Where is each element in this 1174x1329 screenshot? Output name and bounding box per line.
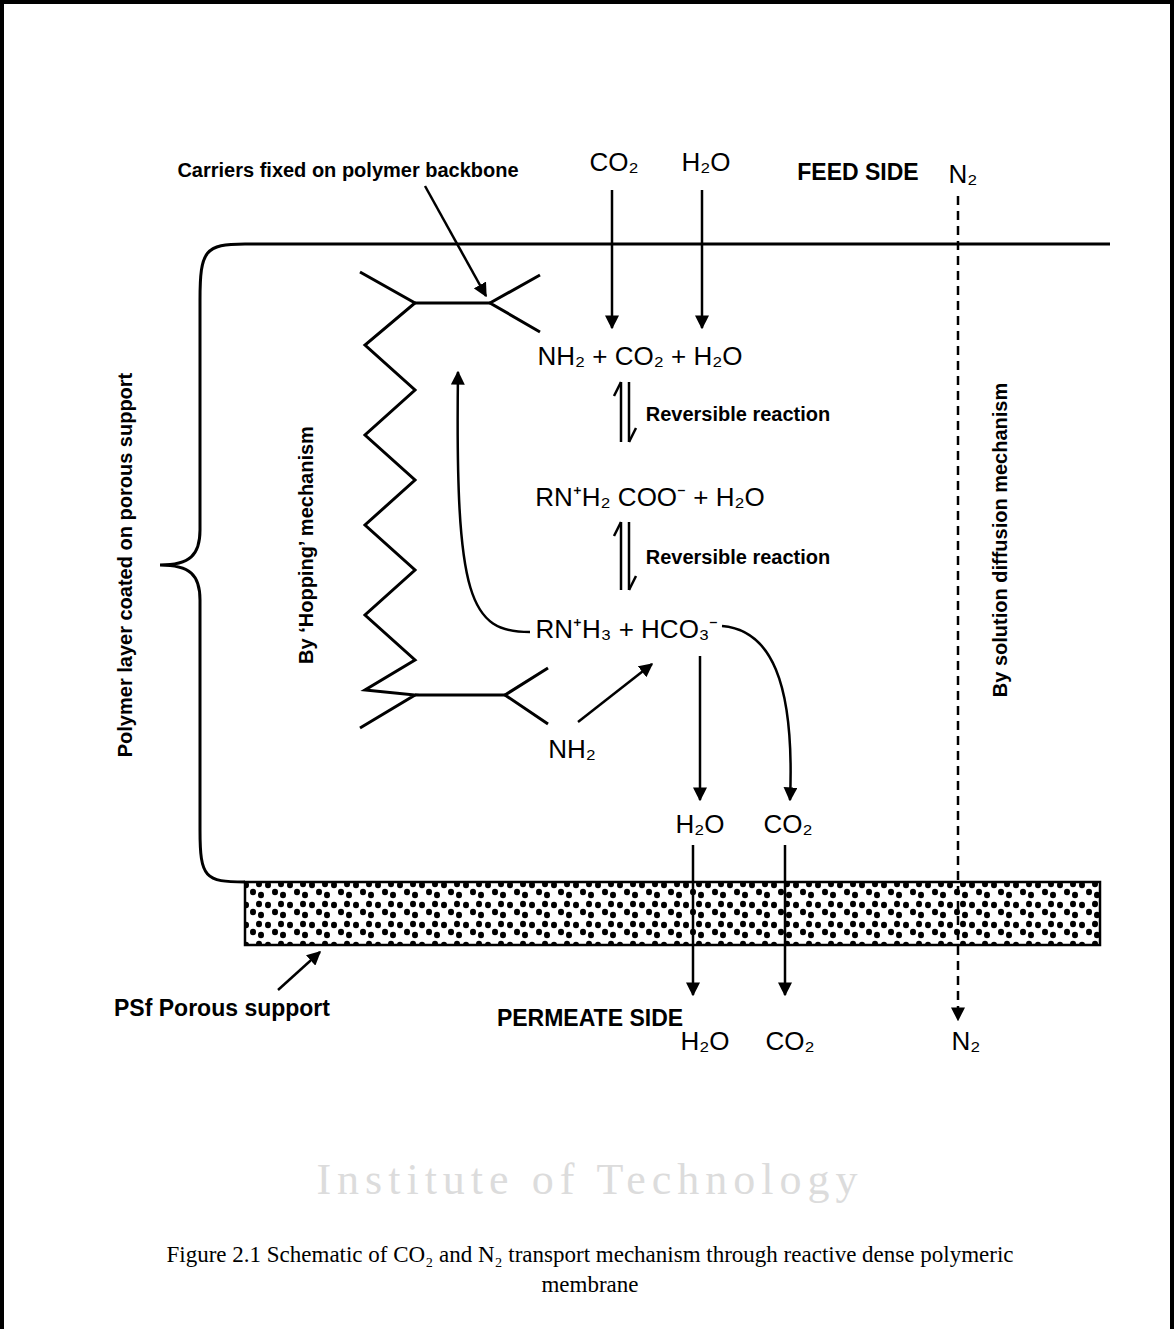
carrier-arrow — [578, 664, 652, 722]
species-label: H₂O — [675, 810, 724, 840]
leader-arrow — [278, 952, 320, 990]
polymer-backbone — [360, 272, 548, 728]
co2-feed-arrow — [611, 190, 614, 328]
feed-boundary — [245, 243, 1110, 246]
mechanism-label: By solution diffusion mechanism — [989, 383, 1012, 697]
reaction-equation: RN⁺H₃ + HCO₃⁻ — [536, 615, 719, 645]
leader-arrow — [425, 186, 486, 296]
species-label: N₂ — [952, 1027, 981, 1057]
layer-brace — [160, 244, 245, 882]
figure-caption: Figure 2.1 Schematic of CO₂ and N₂ trans… — [150, 1240, 1030, 1300]
h2o-feed-arrow — [701, 190, 704, 328]
side-label: FEED SIDE — [797, 159, 918, 185]
support-label: PSf Porous support — [114, 995, 330, 1021]
species-label: CO₂ — [765, 1027, 814, 1057]
co2-release-arrow — [722, 626, 791, 800]
species-label: H₂O — [680, 1027, 729, 1057]
hopping-arrow — [458, 372, 530, 632]
species-label: CO₂ — [763, 810, 812, 840]
species-label: CO₂ — [589, 148, 638, 178]
carrier-label: Carriers fixed on polymer backbone — [177, 159, 518, 182]
porous-support — [245, 882, 1100, 945]
reaction-label: Reversible reaction — [646, 546, 831, 569]
layer-label: Polymer layer coated on porous support — [114, 373, 137, 758]
species-label: N₂ — [949, 160, 978, 190]
mechanism-label: By ‘Hopping’ mechanism — [295, 426, 318, 664]
species-label: H₂O — [681, 148, 730, 178]
reaction-equation: RN⁺H₂ COO⁻ + H₂O — [535, 483, 765, 513]
side-label: PERMEATE SIDE — [497, 1005, 683, 1031]
h2o-release-arrow — [699, 656, 702, 800]
reaction-equation: NH₂ + CO₂ + H₂O — [537, 342, 742, 372]
carrier-group: NH₂ — [548, 735, 596, 765]
reaction-label: Reversible reaction — [646, 403, 831, 426]
watermark: Institute of Technology — [316, 1155, 863, 1206]
